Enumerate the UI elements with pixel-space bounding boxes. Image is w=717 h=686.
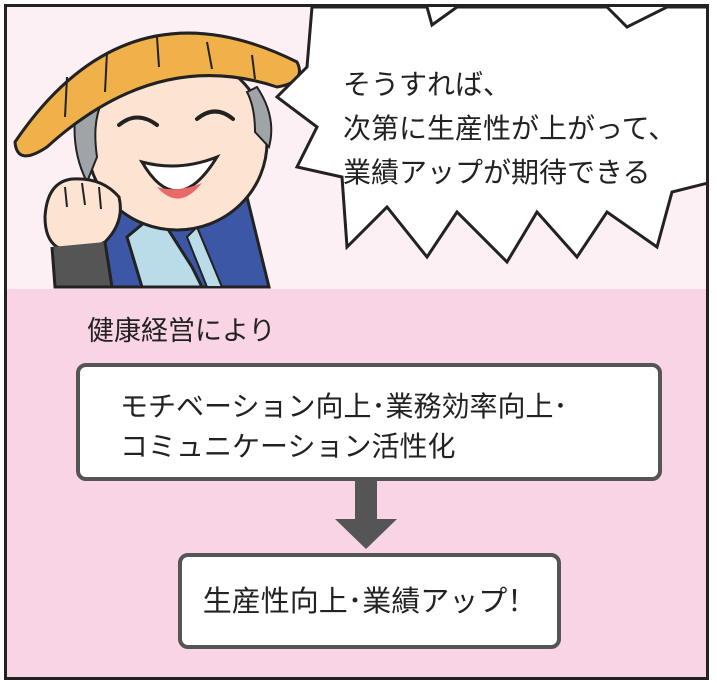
benefits-line-1: モチベーション向上･業務効率向上･ — [120, 390, 568, 423]
character-illustration — [13, 7, 706, 289]
speech-bubble-text: そうすれば、 次第に生産性が上がって、 業績アップが期待できる — [343, 63, 703, 195]
down-arrow-icon — [335, 481, 397, 549]
result-text: 生産性向上･業績アップ！ — [202, 584, 537, 618]
comic-panel: そうすれば、 次第に生産性が上がって、 業績アップが期待できる 健康経営により … — [4, 4, 709, 680]
speech-line-2: 次第に生産性が上がって、 — [343, 112, 677, 145]
speech-line-3: 業績アップが期待できる — [343, 156, 651, 189]
intro-label: 健康経営により — [87, 316, 276, 347]
benefits-box: モチベーション向上･業務効率向上･ コミュニケーション活性化 — [76, 363, 662, 481]
speech-line-1: そうすれば、 — [343, 68, 512, 101]
benefits-line-2: コミュニケーション活性化 — [120, 430, 456, 463]
result-box: 生産性向上･業績アップ！ — [178, 553, 561, 649]
